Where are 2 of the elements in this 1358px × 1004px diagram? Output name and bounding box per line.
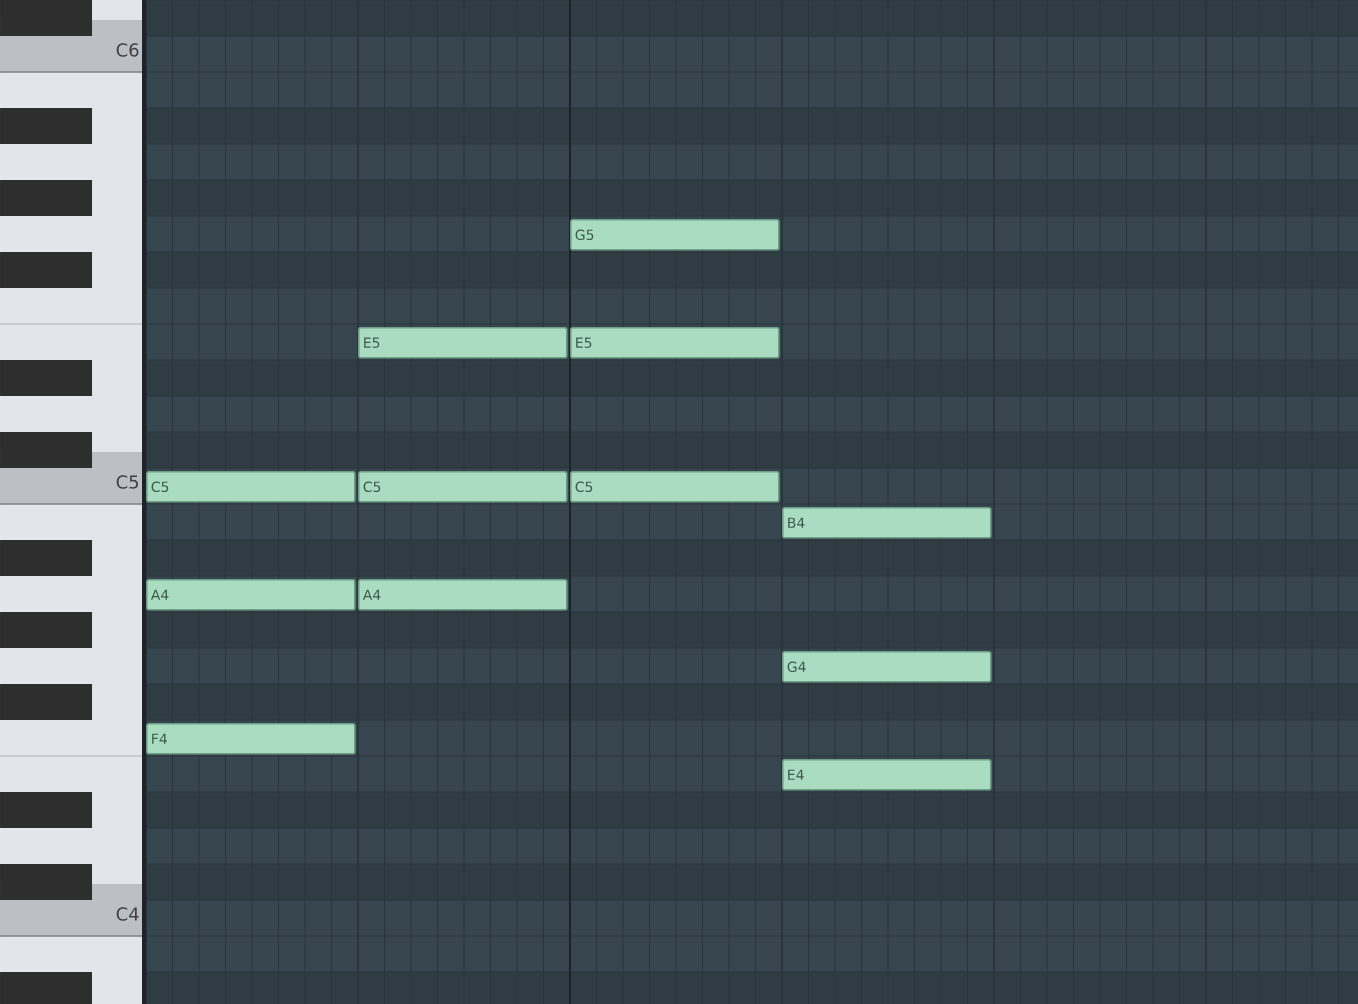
- key-label: C4: [116, 907, 139, 921]
- key-label: C6: [116, 43, 139, 57]
